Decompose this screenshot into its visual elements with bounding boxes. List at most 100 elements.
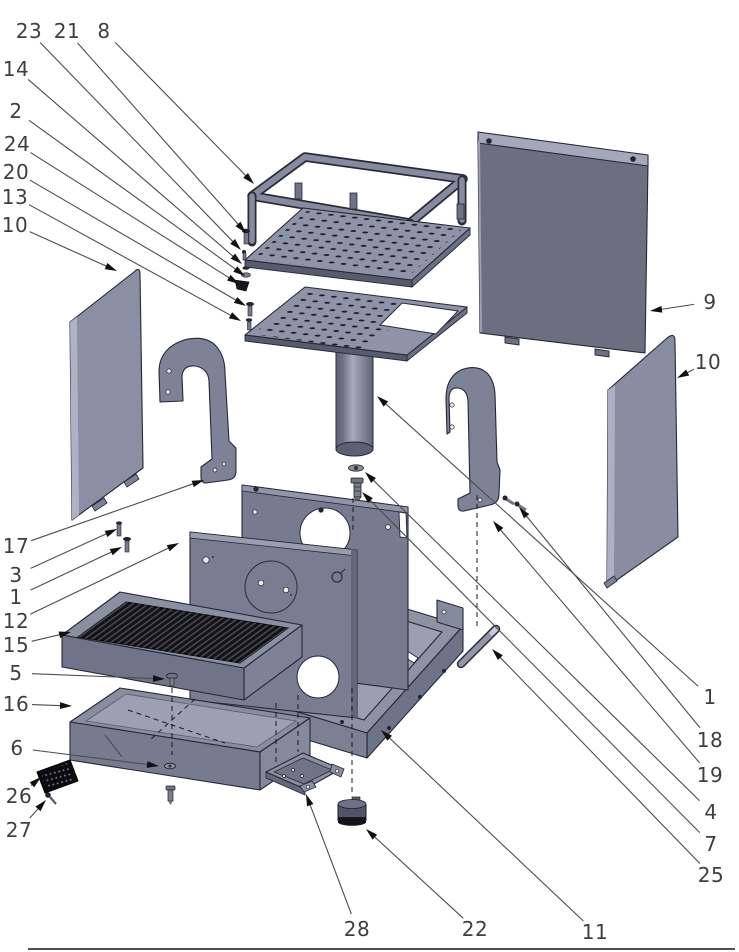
leader-line [659, 303, 695, 311]
drip-tray-grate [61, 591, 303, 701]
part-number-label: 18 [697, 728, 723, 752]
leader-line [371, 478, 700, 802]
leader-line [498, 655, 701, 864]
leader-line [30, 482, 195, 542]
leader-line [384, 402, 699, 687]
arrowhead-icon [227, 274, 239, 284]
leader-line [32, 749, 150, 766]
part-number-label: 8 [97, 19, 110, 43]
gender-symbol [331, 571, 343, 583]
left-side-panel [69, 268, 144, 521]
leader-line [524, 514, 701, 728]
handle-mount-tab [456, 203, 465, 220]
leader-line [29, 231, 109, 268]
leader-line [309, 803, 352, 915]
arrowhead-icon [58, 631, 71, 639]
rubber-bumper [234, 279, 250, 292]
tray-screw [166, 672, 178, 687]
grid-screw [45, 792, 57, 805]
arrowhead-icon [233, 297, 246, 306]
left-fasteners [116, 521, 131, 553]
leader-line [368, 498, 701, 834]
arrowhead-icon [152, 675, 165, 682]
leader-line [28, 119, 238, 271]
arrowhead-icon [166, 543, 179, 552]
right-side-panel [603, 334, 679, 589]
part-number-label: 28 [344, 917, 370, 941]
mounting-cup [265, 752, 345, 796]
arrowhead-icon [493, 521, 504, 533]
part-number-label: 7 [704, 832, 717, 856]
part-number-label: 1 [9, 585, 22, 609]
part-number-label: 10 [695, 350, 721, 374]
arrowhead-icon [104, 529, 117, 538]
plate-cutout [378, 302, 460, 335]
arrowhead-icon [377, 396, 389, 407]
part-number-label: 16 [3, 692, 29, 716]
arrowhead-icon [677, 369, 690, 378]
leader-line [30, 546, 171, 615]
part-number-label: 15 [3, 633, 29, 657]
alignment-axes [171, 495, 478, 794]
part-number-label: 26 [6, 784, 32, 808]
arrowhead-icon [29, 777, 41, 788]
part-number-label: 14 [3, 57, 29, 81]
back-panel [477, 131, 649, 358]
part-number-label: 12 [3, 609, 29, 633]
leader-line [31, 673, 156, 680]
leader-line [31, 633, 62, 642]
arrowhead-icon [650, 305, 663, 313]
part-number-label: 4 [704, 800, 717, 824]
part-number-label: 6 [10, 736, 23, 760]
vent-grid [36, 759, 79, 794]
plate-hole [296, 655, 340, 699]
arrowhead-icon [519, 507, 530, 519]
part-number-label: 3 [9, 563, 22, 587]
leader-line [499, 528, 701, 764]
top-perforated-plate [244, 207, 471, 289]
arrowhead-icon [306, 794, 314, 807]
part-number-label: 10 [2, 213, 28, 237]
handle-mount-tab [349, 192, 358, 210]
leader-line [30, 152, 231, 280]
hinge-pin [456, 624, 501, 669]
leader-line [387, 736, 584, 922]
part-number-label: 13 [2, 185, 28, 209]
arrowhead-icon [230, 239, 241, 250]
part-number-label: 21 [54, 19, 80, 43]
arrowhead-icon [233, 266, 245, 276]
arrowhead-icon [365, 472, 376, 483]
mid-perforated-plate [244, 286, 468, 362]
part-number-label: 19 [697, 763, 723, 787]
leader-line [31, 704, 63, 707]
part-number-label: 23 [16, 19, 42, 43]
arrowhead-icon [104, 262, 117, 271]
leader-line [30, 550, 114, 591]
part-number-label: 17 [3, 534, 29, 558]
arrowhead-icon [146, 761, 159, 768]
pan-front-fasteners [164, 762, 176, 805]
arrowhead-icon [35, 800, 46, 812]
arrowhead-icon [235, 221, 246, 233]
leader-line [28, 204, 233, 317]
part-number-label: 25 [698, 863, 724, 887]
arrowhead-icon [243, 173, 254, 184]
part-number-label: 20 [3, 160, 29, 184]
part-number-label: 24 [4, 132, 30, 156]
part-number-label: 11 [582, 920, 608, 944]
right-support-bracket [445, 367, 527, 512]
arrowhead-icon [230, 253, 242, 264]
panel-screw-icon [630, 156, 636, 162]
column-fasteners [348, 464, 364, 503]
panel-screw-icon [486, 138, 492, 144]
leader-line [114, 42, 248, 178]
part-number-label: 22 [462, 917, 488, 941]
arrowhead-icon [362, 492, 373, 503]
arrowhead-icon [381, 730, 393, 741]
arrowhead-icon [109, 547, 122, 556]
rubber-foot [337, 796, 367, 826]
part-number-label: 9 [703, 290, 716, 314]
